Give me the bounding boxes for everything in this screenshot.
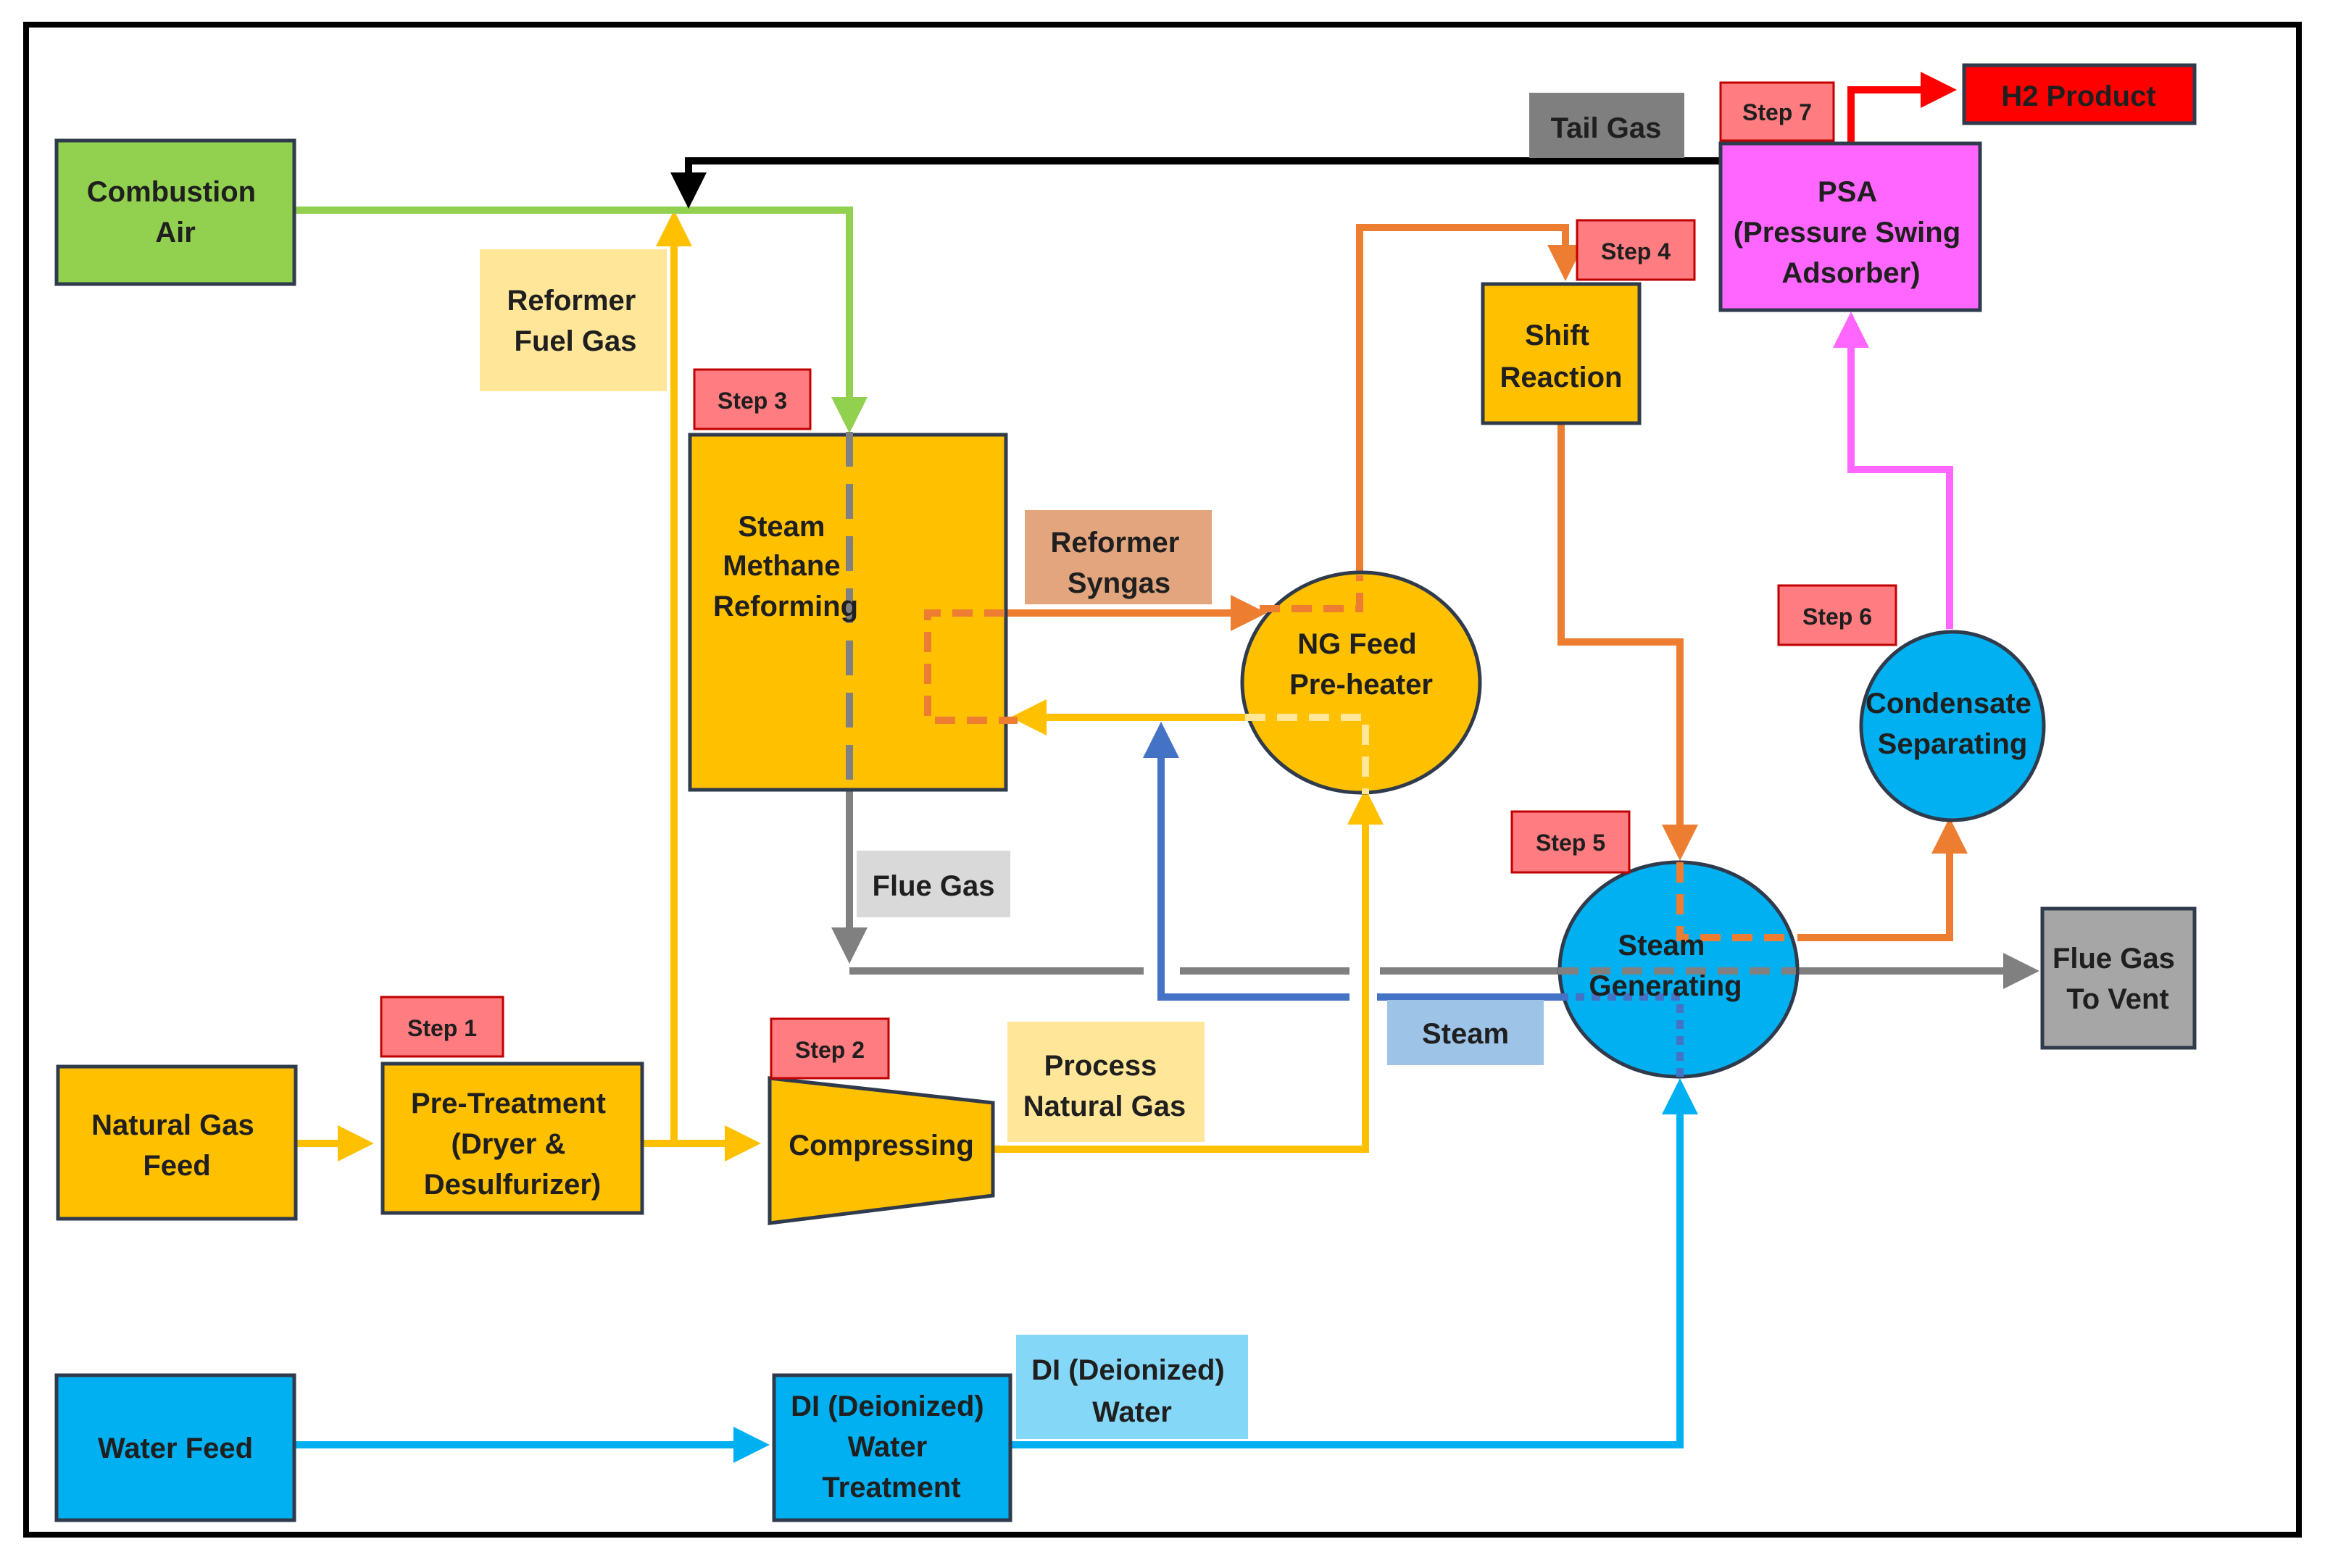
natural-gas-feed-label: Natural Gas Feed	[91, 1109, 262, 1182]
di-water-label-box	[1016, 1335, 1248, 1439]
shift-reaction-label: Shift Reaction	[1500, 320, 1623, 393]
flow-combustion-air	[296, 207, 868, 433]
flow-psa-to-h2	[1847, 72, 1957, 142]
di-treatment-box	[772, 1373, 1012, 1522]
flow-steam-gen-to-condensate	[1797, 817, 1968, 941]
steam-gen-internal-blue-dashed	[1560, 993, 1684, 1077]
flow-condensate-to-psa	[1833, 312, 1953, 629]
tail-gas-label-box	[1529, 93, 1684, 158]
flue-vent-label: Flue Gas To Vent	[2052, 943, 2183, 1015]
flue-vent-box	[2040, 906, 2197, 1050]
combustion-air-label: Combustion Air	[87, 176, 264, 249]
h2-product-box	[1962, 63, 2197, 125]
pre-treatment-label: Pre-Treatment (Dryer & Desulfurizer)	[411, 1088, 614, 1201]
flow-process-natural-gas	[994, 788, 1384, 1153]
condensate-circle	[1859, 630, 2046, 822]
steam-gen-internal-orange-dashed	[1676, 862, 1796, 941]
flow-shift-to-steam-gen	[1557, 425, 1698, 861]
step3-badge-box	[693, 368, 812, 430]
step1-label: Step 1	[407, 1015, 477, 1041]
flow-preheater-to-shift	[1356, 224, 1584, 572]
ng-preheater-circle	[1240, 570, 1482, 795]
step2-label: Step 2	[795, 1037, 865, 1063]
water-feed-box	[54, 1373, 296, 1522]
preheater-internal-yellow-dashed	[1245, 714, 1369, 794]
step7-label: Step 7	[1742, 99, 1812, 125]
natural-gas-feed-box	[56, 1064, 298, 1221]
step6-badge-box	[1777, 584, 1897, 646]
smr-internal-syngas-dashed	[924, 609, 1018, 724]
compressor-shape	[768, 1076, 995, 1225]
diagram-frame	[23, 22, 2302, 1538]
step6-label: Step 6	[1802, 604, 1872, 630]
reformer-syngas-label-box	[1025, 510, 1212, 604]
step5-label: Step 5	[1536, 830, 1605, 856]
di-treatment-label: DI (Deionized) Water Treatment	[791, 1390, 992, 1504]
ng-preheater-label: NG Feed Pre-heater	[1289, 628, 1433, 701]
step4-label: Step 4	[1601, 238, 1671, 264]
flow-di-water	[1010, 1078, 1698, 1448]
combustion-air-box	[54, 138, 296, 286]
preheater-internal-orange-dashed	[1260, 575, 1363, 612]
di-water-label: DI (Deionized) Water	[1031, 1354, 1233, 1428]
reformer-fuel-gas-label-box	[480, 249, 667, 391]
process-natural-gas-label-box	[1007, 1022, 1205, 1142]
flow-steam	[1161, 729, 1560, 1001]
step5-badge-box	[1510, 810, 1631, 874]
pre-treatment-box	[380, 1062, 644, 1215]
step1-badge-box	[380, 996, 504, 1058]
steam-label-box	[1387, 1000, 1544, 1065]
tail-gas-label: Tail Gas	[1551, 112, 1662, 144]
flue-gas-label: Flue Gas	[873, 870, 995, 902]
step4-badge-box	[1576, 219, 1696, 281]
steam-generating-label: Steam Generating	[1589, 930, 1742, 1002]
step7-badge-box	[1719, 81, 1835, 142]
psa-label: PSA (Pressure Swing Adsorber)	[1734, 176, 1969, 289]
step3-label: Step 3	[718, 388, 787, 414]
reformer-fuel-gas-label: Reformer Fuel Gas	[507, 285, 644, 357]
water-feed-label: Water Feed	[98, 1433, 253, 1464]
smr-label: Steam Methane Reforming	[713, 511, 858, 622]
flow-tail-gas	[670, 157, 1721, 209]
process-natural-gas-label: Process Natural Gas	[1023, 1050, 1186, 1122]
reformer-syngas-label: Reformer Syngas	[1051, 527, 1188, 599]
step2-badge-box	[770, 1017, 890, 1080]
psa-box	[1718, 141, 1982, 312]
compressing-label: Compressing	[789, 1130, 974, 1162]
flue-gas-label-box	[857, 851, 1010, 917]
steam-label: Steam	[1422, 1018, 1509, 1050]
h2-product-label: H2 Product	[2001, 80, 2155, 112]
shift-reaction-box	[1481, 282, 1642, 425]
condensate-label: Condensate Separating	[1866, 688, 2039, 760]
